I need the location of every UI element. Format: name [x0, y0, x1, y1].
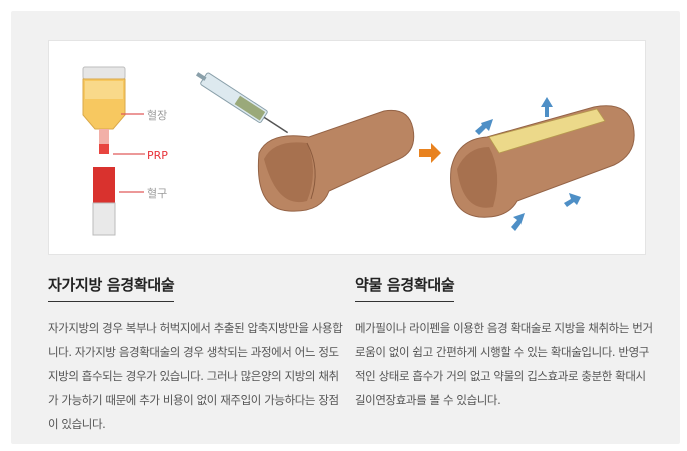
section-body: 자가지방의 경우 복부나 허벅지에서 추출된 압축지방만을 사용합니다. 자가지…	[48, 321, 343, 431]
plasma-label: 혈장	[147, 108, 167, 122]
expansion-arrows-icon	[475, 97, 581, 231]
blood-cells-label: 혈구	[147, 186, 167, 200]
anatomy-illustration-right	[450, 105, 635, 218]
section-drug-filler: 약물 음경확대술 메가필이나 라이펜을 이용한 음경 확대술로 지방을 채취하는…	[355, 274, 655, 412]
anatomy-illustration-left	[257, 109, 415, 212]
section-body: 메가필이나 라이펜을 이용한 음경 확대술로 지방을 채취하는 번거로움이 없이…	[355, 321, 653, 407]
section-autologous-fat: 자가지방 음경확대술 자가지방의 경우 복부나 허벅지에서 추출된 압축지방만을…	[48, 274, 348, 436]
procedure-illustration: 혈장 PRP 혈구	[48, 40, 646, 255]
prp-label: PRP	[147, 149, 168, 162]
prp-tube-icon	[82, 66, 126, 236]
section-title: 약물 음경확대술	[355, 274, 455, 302]
section-title: 자가지방 음경확대술	[48, 274, 175, 302]
syringe-icon	[195, 72, 289, 134]
illustration-svg: 혈장 PRP 혈구	[82, 66, 635, 236]
orange-arrow-icon	[419, 143, 441, 163]
